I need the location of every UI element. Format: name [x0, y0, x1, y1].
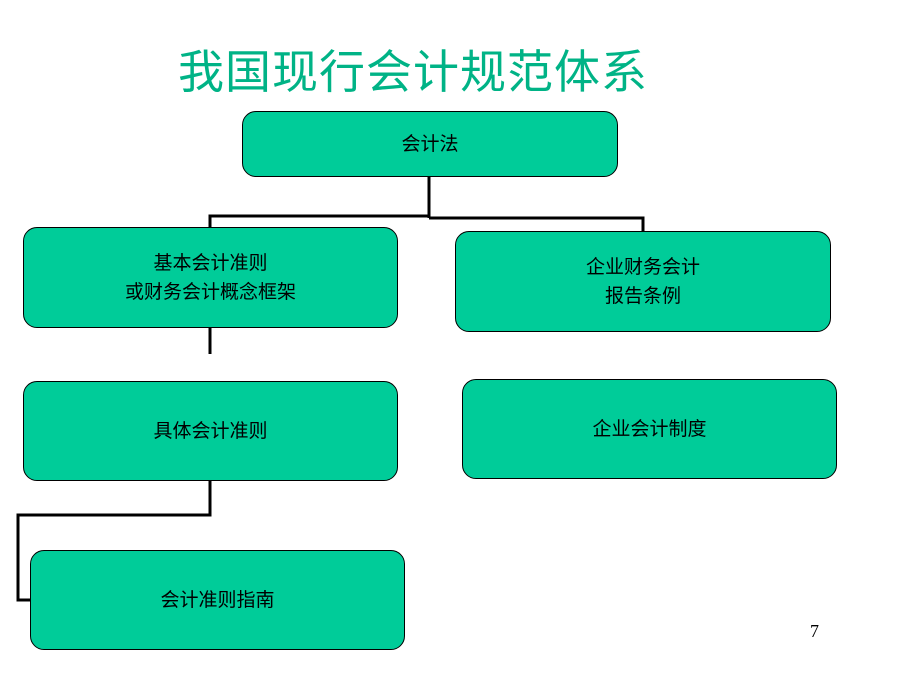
node-label-line1: 基本会计准则	[153, 251, 268, 274]
page-number: 7	[810, 621, 819, 641]
node-label: 具体会计准则	[153, 419, 268, 442]
node-label-line2: 报告条例	[604, 284, 681, 307]
connector-branch-right	[429, 216, 645, 232]
node-accounting-law: 会计法	[242, 111, 618, 177]
node-label: 会计法	[401, 132, 459, 155]
node-basic-standard: 基本会计准则 或财务会计概念框架	[23, 227, 398, 328]
node-label-line2: 或财务会计概念框架	[124, 280, 296, 303]
connector-branch-left	[208, 214, 429, 228]
node-financial-report-regulation: 企业财务会计 报告条例	[455, 231, 831, 332]
node-label: 企业会计制度	[592, 417, 707, 440]
node-label: 会计准则指南	[160, 588, 275, 611]
node-standards-guide: 会计准则指南	[30, 550, 405, 650]
connector-specific-to-guide	[16, 481, 212, 602]
node-label-line1: 企业财务会计	[585, 255, 700, 278]
node-enterprise-system: 企业会计制度	[462, 379, 837, 479]
page-title: 我国现行会计规范体系	[178, 45, 648, 99]
node-specific-standards: 具体会计准则	[23, 381, 398, 481]
